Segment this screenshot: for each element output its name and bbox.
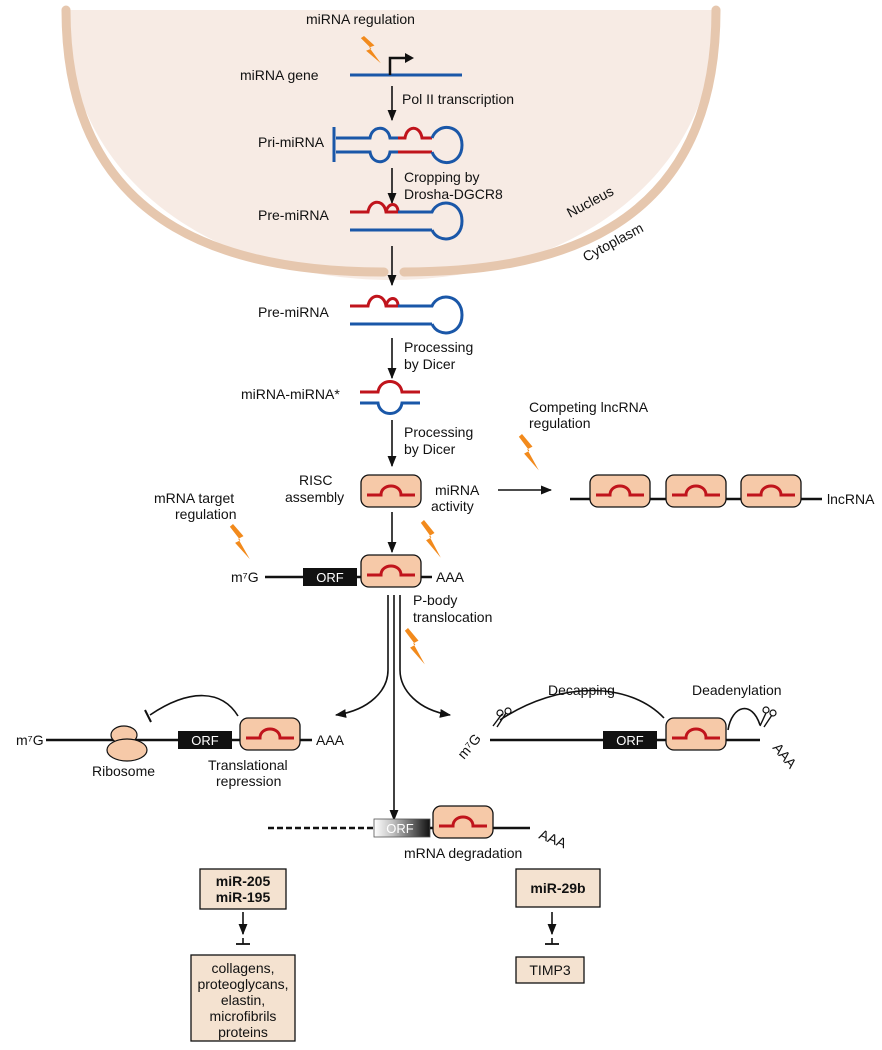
aaa-right-label: AAA xyxy=(770,740,801,772)
split-arrows xyxy=(334,595,452,822)
processing2-label-1: Processing xyxy=(404,424,473,440)
svg-text:miR-205: miR-205 xyxy=(216,873,271,889)
svg-text:collagens,: collagens, xyxy=(211,960,274,976)
decapping-label: Decapping xyxy=(548,682,615,698)
scissors-icon xyxy=(492,707,512,728)
target-label-2: regulation xyxy=(175,506,237,522)
mrna-degradation: ORF AAA mRNA degradation xyxy=(268,804,570,861)
trans-rep-label-1: Translational xyxy=(208,757,288,773)
deadenylation-label: Deadenylation xyxy=(692,682,782,698)
mirna-duplex: miRNA-miRNA* xyxy=(241,380,420,415)
lightning-icon xyxy=(420,520,441,558)
pre-mirna-cyto-label: Pre-miRNA xyxy=(258,304,329,320)
activity-label-1: miRNA xyxy=(435,482,480,498)
lightning-icon xyxy=(229,524,250,560)
cropping-label-2: Drosha-DGCR8 xyxy=(404,186,503,202)
aaa-label: AAA xyxy=(436,569,465,585)
mirna-gene-label: miRNA gene xyxy=(240,67,319,83)
timp3-box: TIMP3 xyxy=(515,956,585,984)
svg-text:microfibrils: microfibrils xyxy=(210,1008,277,1024)
scissors-icon xyxy=(759,706,777,728)
trans-rep-label-2: repression xyxy=(216,773,281,789)
pbody-label-1: P-body xyxy=(413,592,457,608)
processing1-label-1: Processing xyxy=(404,339,473,355)
promoter-arrow-icon xyxy=(388,56,410,75)
pri-mirna-label: Pri-miRNA xyxy=(258,134,325,150)
competing-label-2: regulation xyxy=(529,415,591,431)
aaa-degradation-label: AAA xyxy=(537,826,570,852)
ribosome-label: Ribosome xyxy=(92,763,155,779)
mir29b-box: miR-29b xyxy=(515,868,601,908)
svg-text:TIMP3: TIMP3 xyxy=(529,962,570,978)
svg-text:ORF: ORF xyxy=(616,733,644,748)
pre-mirna-nuclear: Pre-miRNA xyxy=(258,200,464,241)
target-mrna: m⁷G ORF AAA xyxy=(231,553,465,589)
lncrna-label: lncRNA xyxy=(827,491,875,507)
risc-label-2: assembly xyxy=(285,489,344,505)
cropping-label-1: Cropping by xyxy=(404,169,480,185)
lightning-icon xyxy=(518,434,539,471)
orf-label: ORF xyxy=(316,570,344,585)
pol2-label: Pol II transcription xyxy=(402,91,514,107)
aaa-left-label: AAA xyxy=(316,732,345,748)
pre-mirna-cytoplasm: Pre-miRNA xyxy=(258,294,464,335)
pre-mirna-nuclear-label: Pre-miRNA xyxy=(258,207,329,223)
ecm-targets-box: collagens, proteoglycans, elastin, micro… xyxy=(190,954,296,1042)
svg-text:ORF: ORF xyxy=(191,733,219,748)
svg-text:proteoglycans,: proteoglycans, xyxy=(197,976,288,992)
mirna-regulation-label: miRNA regulation xyxy=(306,11,415,27)
decapping-deadenylation: Decapping Deadenylation m⁷G ORF AAA xyxy=(454,682,800,772)
m7g-right-label: m⁷G xyxy=(454,730,484,761)
degradation-label: mRNA degradation xyxy=(404,845,522,861)
pri-mirna-structure: Pri-miRNA xyxy=(258,126,464,164)
mir205-mir195-box: miR-205 miR-195 xyxy=(199,868,287,910)
activity-label-2: activity xyxy=(431,498,474,514)
nucleus-compartment: Nucleus Cytoplasm xyxy=(61,5,721,280)
svg-text:miR-195: miR-195 xyxy=(216,889,271,905)
svg-text:proteins: proteins xyxy=(218,1024,268,1040)
translational-repression: m⁷G Ribosome ORF AAA Translational repre… xyxy=(16,694,345,789)
svg-text:elastin,: elastin, xyxy=(221,992,265,1008)
m7g-left-label: m⁷G xyxy=(16,732,44,748)
pbody-label-2: translocation xyxy=(413,609,492,625)
mirna-gene-step: miRNA regulation miRNA gene xyxy=(240,11,462,83)
ribosome-large-subunit xyxy=(106,738,148,762)
risc-assembly: RISC assembly miRNA activity xyxy=(285,472,480,514)
target-label-1: mRNA target xyxy=(154,490,234,506)
risc-complex xyxy=(359,473,423,509)
m7g-center-label: m⁷G xyxy=(231,569,259,585)
svg-text:miR-29b: miR-29b xyxy=(530,880,585,896)
risc-label-1: RISC xyxy=(299,472,332,488)
duplex-label: miRNA-miRNA* xyxy=(241,386,340,402)
svg-text:ORF: ORF xyxy=(386,821,414,836)
lncrna-sponge: lncRNA xyxy=(570,473,875,509)
processing2-label-2: by Dicer xyxy=(404,441,456,457)
lightning-icon xyxy=(404,628,425,665)
competing-label-1: Competing lncRNA xyxy=(529,399,649,415)
processing1-label-2: by Dicer xyxy=(404,356,456,372)
